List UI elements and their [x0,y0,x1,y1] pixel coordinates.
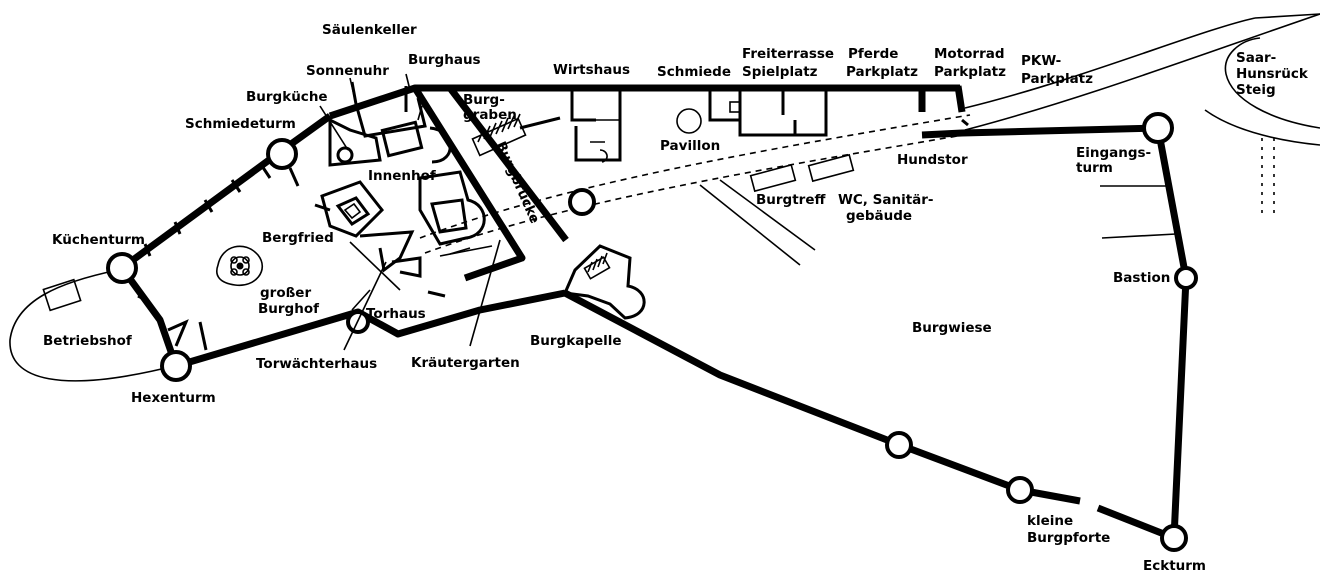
tower-eckturm [1160,524,1188,552]
label-grosser: großer [260,285,311,301]
label-eingangsturm-1: Eingangs- [1076,145,1151,161]
label-wc: WC, Sanitär- [838,192,934,208]
access-road [964,13,1320,146]
wall-spurs [137,165,331,302]
label-burgpforte: Burgpforte [1027,530,1110,546]
label-burghof: Burghof [258,301,319,317]
label-burggraben-1: Burg- [463,92,505,108]
label-burggraben-2: graben [463,107,517,123]
label-burgkapelle: Burgkapelle [530,333,622,349]
label-pkw: PKW- [1021,53,1061,69]
label-innenhof: Innenhof [368,168,436,184]
betriebshof-building [42,278,82,312]
label-saar: Saar- [1236,50,1276,66]
label-bergfried: Bergfried [262,230,334,246]
label-torwaechterhaus: Torwächterhaus [256,356,377,372]
tower-eingangsturm [1142,112,1174,144]
hexenturm-gate [167,319,208,351]
label-schmiede: Schmiede [657,64,731,80]
label-parkplatz-motorrad: Parkplatz [934,64,1006,80]
label-eckturm: Eckturm [1143,558,1206,574]
label-burgtreff: Burgtreff [756,192,826,208]
label-hunsrueck: Hunsrück [1236,66,1309,82]
label-spielplatz: Spielplatz [742,64,818,80]
labels: Säulenkeller Burghaus Sonnenuhr Burgküch… [43,22,1309,574]
label-kraeutergarten: Kräutergarten [411,355,520,371]
label-bastion: Bastion [1113,270,1170,286]
footpath [419,114,1275,254]
label-motorrad: Motorrad [934,46,1005,62]
label-kuechenturm: Küchenturm [52,232,145,248]
label-hexenturm: Hexenturm [131,390,216,406]
towers [106,112,1198,552]
label-eingangsturm-2: turm [1076,160,1113,176]
label-pavillon: Pavillon [660,138,720,154]
label-pferde: Pferde [848,46,898,62]
label-burgkueche: Burgküche [246,89,328,105]
label-hundstor: Hundstor [897,152,968,168]
leader-lines [319,73,501,351]
label-burgwiese: Burgwiese [912,320,992,336]
tower-south-1 [885,431,913,459]
tower-schmiedeturm [266,138,298,170]
tower-wirtshaus-round [568,188,596,216]
label-parkplatz-pferde: Parkplatz [846,64,918,80]
label-burgbruecke: Burgbrücke [492,139,542,226]
label-saeulenkeller: Säulenkeller [322,22,417,38]
tower-bastion [1174,266,1198,290]
label-parkplatz-pkw: Parkplatz [1021,71,1093,87]
label-sonnenuhr: Sonnenuhr [306,63,389,79]
label-schmiedeturm: Schmiedeturm [185,116,296,132]
label-freiterrasse: Freiterrasse [742,46,834,62]
tower-south-2 [1006,476,1034,504]
inner-buildings [320,81,1177,320]
tower-kuechenturm [106,252,138,284]
well-icon [216,245,264,286]
label-wirtshaus: Wirtshaus [553,62,630,78]
label-steig: Steig [1236,82,1276,98]
label-gebaeude: gebäude [846,208,912,224]
label-torhaus: Torhaus [366,306,426,322]
label-burghaus: Burghaus [408,52,481,68]
tower-hexenturm [160,350,192,382]
label-kleine: kleine [1027,513,1073,529]
betriebshof-area [9,269,179,382]
label-betriebshof: Betriebshof [43,333,132,349]
